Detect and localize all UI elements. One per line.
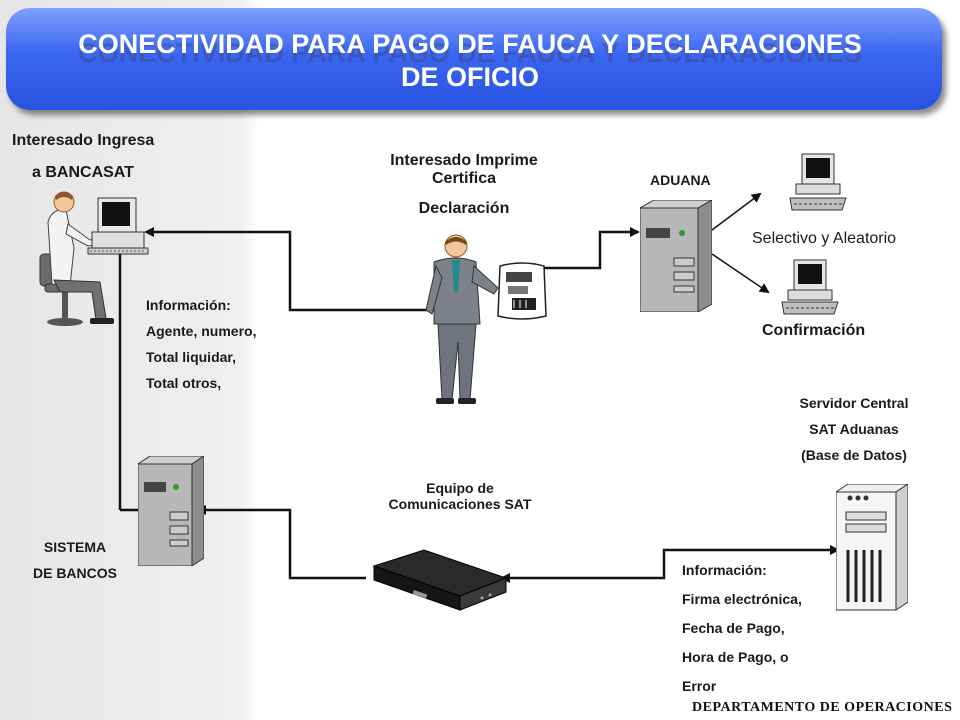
- user-at-terminal-icon: [39, 191, 149, 326]
- info-1-title: Información:: [146, 297, 231, 313]
- banks-line-1: SISTEMA: [43, 539, 107, 555]
- link-aduana-to-selective: [711, 192, 762, 231]
- businessman-icon: [425, 234, 499, 404]
- link-user-to-print: [144, 227, 430, 312]
- bank-server-icon: [138, 456, 204, 566]
- selective-label: Selectivo y Aleatorio: [752, 230, 897, 247]
- title-banner: [6, 8, 942, 110]
- server-vent-icon: [846, 550, 882, 602]
- link-bank-to-comms: [196, 505, 366, 580]
- info-1-item: Agente, numero,: [146, 323, 257, 339]
- info-2-item: Firma electrónica,: [682, 591, 802, 607]
- info-2-item: Error: [682, 678, 717, 694]
- banks-label: SISTEMA DE BANCOS: [10, 534, 140, 586]
- user-label-line-1: Interesado Ingresa: [12, 132, 155, 149]
- print-label-line-1: Interesado Imprime: [390, 152, 538, 169]
- confirmation-label: Confirmación: [762, 322, 866, 339]
- link-aduana-to-confirm: [711, 253, 770, 294]
- banks-line-2: DE BANCOS: [32, 565, 117, 581]
- link-comms-to-central: [500, 545, 840, 583]
- info-2-title: Información:: [682, 562, 767, 578]
- central-server-icon: [836, 484, 908, 611]
- comms-device-icon: [372, 549, 508, 611]
- aduana-label: ADUANA: [650, 172, 711, 188]
- title-shadow: CONECTIVIDAD PARA PAGO DE FAUCA Y DECLAR…: [78, 38, 862, 68]
- confirmation-computer-icon: [781, 259, 839, 315]
- selective-computer-icon: [789, 153, 847, 211]
- comms-label: Equipo de Comunicaciones SAT: [360, 480, 560, 512]
- comms-line-2: Comunicaciones SAT: [388, 496, 532, 512]
- title-line-2: DE OFICIO: [400, 62, 539, 92]
- info-2-item: Fecha de Pago,: [682, 620, 785, 636]
- comms-line-1: Equipo de: [426, 480, 494, 496]
- central-line-3: (Base de Datos): [801, 447, 907, 463]
- info-block-2: Información: Firma electrónica, Fecha de…: [682, 556, 802, 701]
- central-line-1: Servidor Central: [799, 395, 909, 411]
- central-server-label: Servidor Central SAT Aduanas (Base de Da…: [772, 390, 936, 468]
- certificate-icon: [497, 262, 547, 320]
- page-title: CONECTIVIDAD PARA PAGO DE FAUCA Y DECLAR…: [20, 28, 920, 94]
- user-label-line-2: a BANCASAT: [32, 164, 134, 181]
- info-2-item: Hora de Pago, o: [682, 649, 789, 665]
- title-line-1: CONECTIVIDAD PARA PAGO DE FAUCA Y DECLAR…: [78, 29, 862, 59]
- central-line-2: SAT Aduanas: [809, 421, 899, 437]
- info-1-item: Total otros,: [146, 375, 222, 391]
- link-cert-to-aduana: [526, 227, 640, 273]
- print-label: Interesado Imprime Certifica Declaración: [360, 152, 568, 218]
- aduana-server-icon: [640, 200, 712, 312]
- print-label-line-2: Certifica: [431, 170, 497, 187]
- department-footer: DEPARTAMENTO DE OPERACIONES: [692, 700, 953, 715]
- info-1-item: Total liquidar,: [146, 349, 236, 365]
- print-label-line-3: Declaración: [418, 200, 510, 217]
- info-block-1: Información: Agente, numero, Total liqui…: [146, 292, 256, 396]
